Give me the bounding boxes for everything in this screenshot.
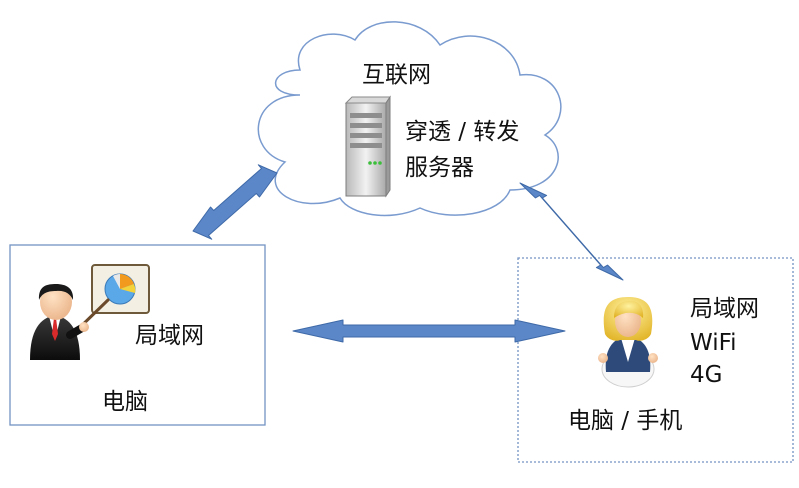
- arrow-left-cloud: [192, 164, 278, 240]
- left-device-label: 电脑: [102, 389, 148, 415]
- server-icon: [344, 95, 391, 198]
- server-label-line2: 服务器: [405, 155, 474, 181]
- arrow-left-right: [292, 319, 566, 343]
- presenter-man-icon: [30, 264, 150, 360]
- internet-cloud: 互联网: [257, 21, 562, 217]
- right-cellular-label: 4G: [690, 362, 722, 388]
- right-network-label: 局域网: [690, 296, 759, 322]
- right-device-label: 电脑 / 手机: [568, 408, 682, 434]
- right-wifi-label: WiFi: [690, 330, 737, 356]
- arrow-cloud-right: [519, 182, 624, 281]
- left-network-label: 局域网: [135, 323, 204, 349]
- server-label-line1: 穿透 / 转发: [405, 119, 519, 145]
- cloud-title: 互联网: [362, 62, 431, 88]
- user-woman-icon: [598, 297, 658, 388]
